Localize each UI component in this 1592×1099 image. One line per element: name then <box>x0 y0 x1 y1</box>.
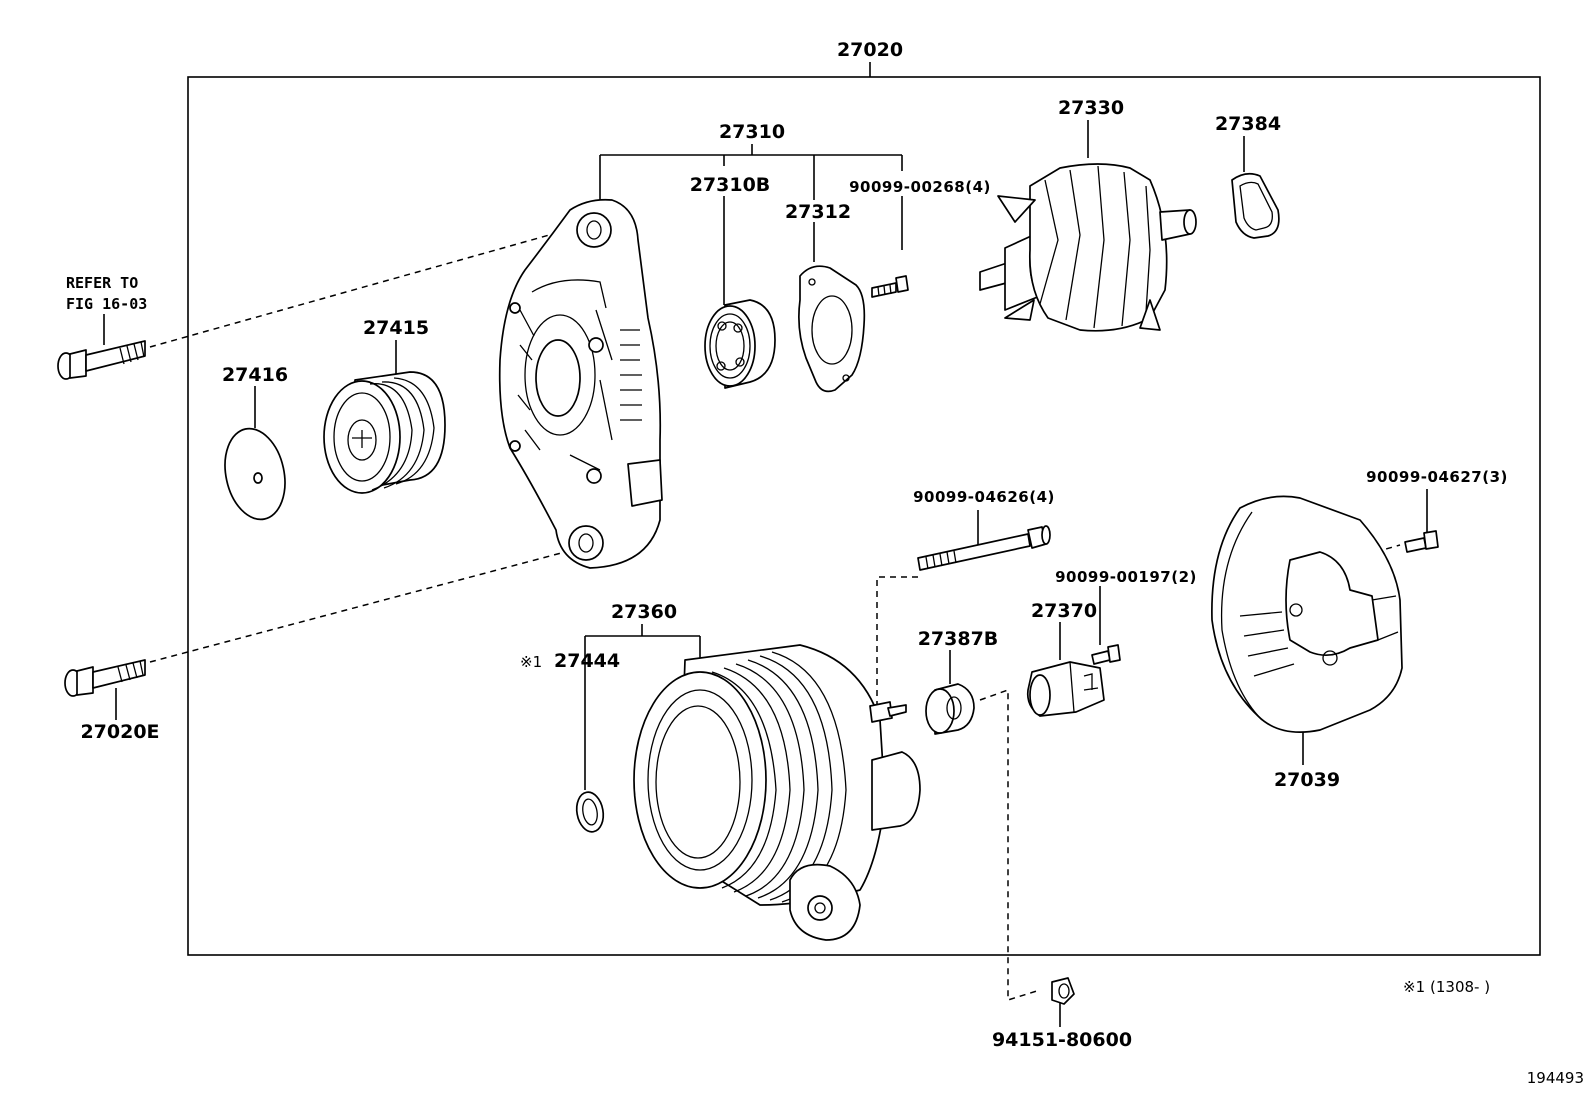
rear-end-cover <box>1211 495 1403 733</box>
label-27444: 27444 <box>554 650 620 672</box>
label-27384: 27384 <box>1215 113 1281 135</box>
through-bolt-upper <box>57 340 146 380</box>
label-90099-00268: 90099-00268(4) <box>849 178 991 196</box>
footnote-text: (1308- ) <box>1430 978 1490 996</box>
label-27415: 27415 <box>363 317 429 339</box>
label-90099-04626: 90099-04626(4) <box>913 488 1055 506</box>
rotor-cover-ring <box>1231 172 1280 239</box>
label-27387B: 27387B <box>918 628 999 650</box>
label-27310B: 27310B <box>690 174 771 196</box>
label-90099-00197: 90099-00197(2) <box>1055 568 1197 586</box>
label-27370: 27370 <box>1031 600 1097 622</box>
drive-end-frame <box>498 198 663 569</box>
seal-ring <box>575 791 605 833</box>
label-27310: 27310 <box>719 121 785 143</box>
through-bolt-lower <box>64 659 146 697</box>
label-27330: 27330 <box>1058 97 1124 119</box>
footnote-symbol: ※1 <box>1403 978 1425 996</box>
brush-holder-screw <box>1091 644 1121 665</box>
refer-note-line2: FIG 16-03 <box>66 295 147 313</box>
label-27020E: 27020E <box>80 721 159 743</box>
label-27312: 27312 <box>785 201 851 223</box>
label-27360: 27360 <box>611 601 677 623</box>
label-27444-mark: ※1 <box>520 653 542 671</box>
label-27039: 27039 <box>1274 769 1340 791</box>
assembly-frame <box>187 76 1541 956</box>
label-90099-04627: 90099-04627(3) <box>1366 468 1508 486</box>
brush-holder <box>1026 661 1105 717</box>
label-94151-80600: 94151-80600 <box>992 1029 1132 1051</box>
refer-note-line1: REFER TO <box>66 274 138 292</box>
label-27416: 27416 <box>222 364 288 386</box>
retainer-screw <box>871 275 909 298</box>
stator-assembly <box>633 644 921 941</box>
pulley <box>323 371 446 494</box>
figure-number: 194493 <box>1527 1069 1584 1087</box>
terminal-nut <box>1051 977 1075 1005</box>
rear-cover-screw <box>1404 530 1439 553</box>
assembly-label: 27020 <box>837 39 903 61</box>
stator-bolt <box>917 525 1051 571</box>
terminal-insulator <box>925 683 975 735</box>
bearing-retainer <box>798 265 866 393</box>
pulley-cap <box>224 427 286 521</box>
rotor <box>979 163 1197 332</box>
front-bearing <box>704 299 776 389</box>
